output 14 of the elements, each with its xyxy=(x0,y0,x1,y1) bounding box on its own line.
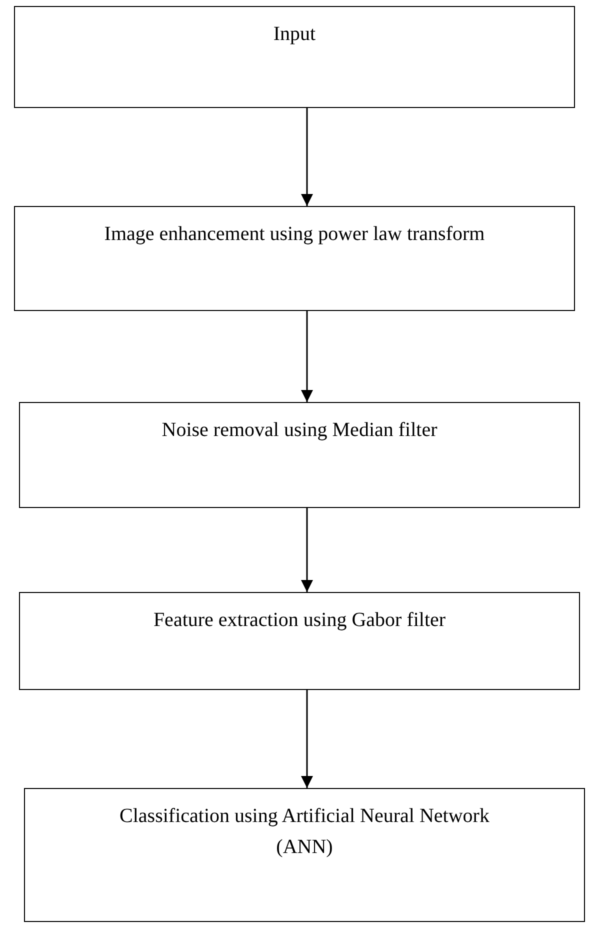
process-box xyxy=(14,206,575,311)
arrow xyxy=(301,690,313,788)
process-box xyxy=(14,6,575,108)
process-box xyxy=(24,788,585,922)
box-label: Image enhancement using power law transform xyxy=(103,222,486,247)
arrow xyxy=(301,311,313,402)
process-box xyxy=(19,402,580,508)
box-label: Noise removal using Median filter xyxy=(160,418,438,443)
box-label: Classification using Artificial Neural Network (ANN) xyxy=(118,804,490,860)
box-label: Input xyxy=(272,22,317,47)
arrow xyxy=(301,508,313,592)
box-label: Feature extraction using Gabor filter xyxy=(152,608,447,633)
process-box xyxy=(19,592,580,690)
arrow xyxy=(301,108,313,206)
